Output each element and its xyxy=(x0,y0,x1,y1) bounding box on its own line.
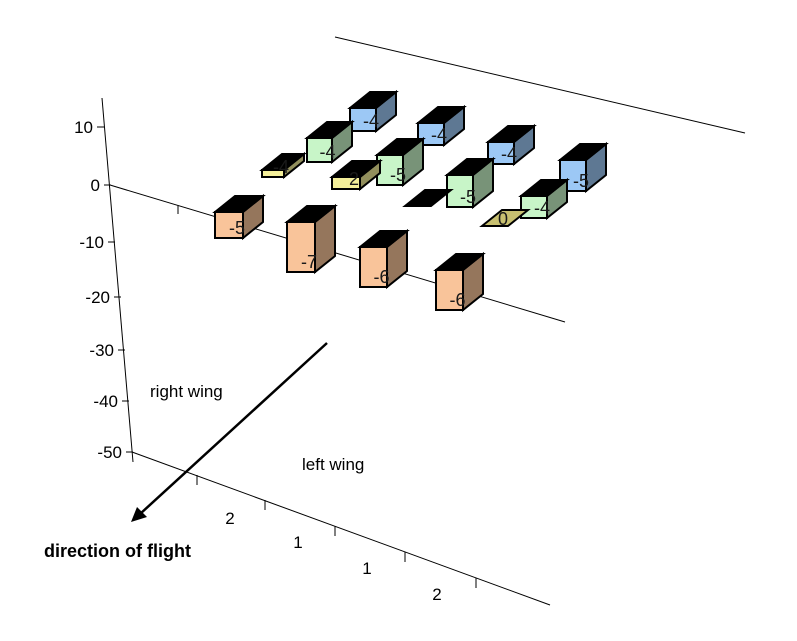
bar-value-label: -4 xyxy=(431,125,447,145)
bar-row3-3: -5 xyxy=(444,156,496,210)
bar-row2-2: 2 xyxy=(329,158,383,192)
bar-top xyxy=(374,138,426,156)
bar-top xyxy=(284,205,338,223)
bar-row3-1: -4 xyxy=(304,119,355,165)
bar-value-label: -5 xyxy=(229,218,245,238)
x-tick-label: 2 xyxy=(432,585,441,604)
bar-top xyxy=(347,91,399,109)
bar-row1-3: -6 xyxy=(357,228,410,290)
arrow-head-icon xyxy=(131,507,147,522)
bar-value-label: -4 xyxy=(501,144,517,164)
bar-value-label: -5 xyxy=(460,187,476,207)
bar-top xyxy=(444,158,496,176)
bar-value-label: -4 xyxy=(273,157,289,177)
bar-row2-1: -4 xyxy=(259,151,307,180)
x-tick-label: 1 xyxy=(362,559,371,578)
bar-row1-2: -7 xyxy=(284,203,338,275)
back-line xyxy=(334,36,746,134)
z-tick-label: -40 xyxy=(93,392,118,411)
bar-top xyxy=(485,125,537,143)
bar-row3-4: -4 xyxy=(518,177,570,221)
bar-value-label: -6 xyxy=(373,267,389,287)
bar-row2-3 xyxy=(402,189,454,207)
bar-top xyxy=(479,209,531,227)
bar-row4-2: -4 xyxy=(415,104,467,148)
bar-value-label: -7 xyxy=(301,252,317,272)
direction-of-flight-label: direction of flight xyxy=(44,541,191,561)
bar-top xyxy=(212,195,266,213)
bar-top xyxy=(357,230,410,248)
bar-top xyxy=(433,253,486,271)
bar-value-label: -6 xyxy=(449,290,465,310)
z-tick-label: -20 xyxy=(85,288,110,307)
left-wing-label: left wing xyxy=(302,455,364,474)
bar-top xyxy=(304,121,355,139)
bar-value-label: 2 xyxy=(349,169,359,189)
floor-line xyxy=(109,184,566,323)
bar-front xyxy=(559,159,587,192)
bar-row3-2: -5 xyxy=(374,136,426,188)
bar-top xyxy=(415,106,467,124)
bar-value-label: -4 xyxy=(363,111,379,131)
bar-top xyxy=(557,143,609,161)
bar-value-label: -4 xyxy=(534,198,550,218)
z-tick-label: -50 xyxy=(97,443,122,462)
bar-top xyxy=(518,179,570,197)
bar-front xyxy=(435,269,464,311)
bar-value-label: -4 xyxy=(319,142,335,162)
bar-top xyxy=(402,189,454,207)
bar-row1-1: -5 xyxy=(212,193,266,241)
x-axis-line xyxy=(131,451,551,606)
bar-row4-3: -4 xyxy=(485,123,537,167)
bar-top xyxy=(329,160,383,178)
bar-top xyxy=(259,153,307,171)
x-tick-label: 1 xyxy=(293,533,302,552)
bar-row1-4: -6 xyxy=(433,251,486,313)
bar-value-label: 0 xyxy=(498,209,508,229)
z-tick-label: 10 xyxy=(74,118,93,137)
x-tick-label: 2 xyxy=(225,509,234,528)
bar-value-label: -5 xyxy=(573,171,589,191)
direction-arrow xyxy=(139,342,328,515)
bar-row4-1: -4 xyxy=(347,89,399,134)
right-wing-label: right wing xyxy=(150,382,223,401)
z-tick-label: -10 xyxy=(79,233,104,252)
bar-value-label: -5 xyxy=(390,165,406,185)
bar-row4-4: -5 xyxy=(557,141,609,194)
bar-row2-4: 0 xyxy=(479,209,531,229)
z-tick-label: -30 xyxy=(89,341,114,360)
z-tick-label: 0 xyxy=(91,176,100,195)
